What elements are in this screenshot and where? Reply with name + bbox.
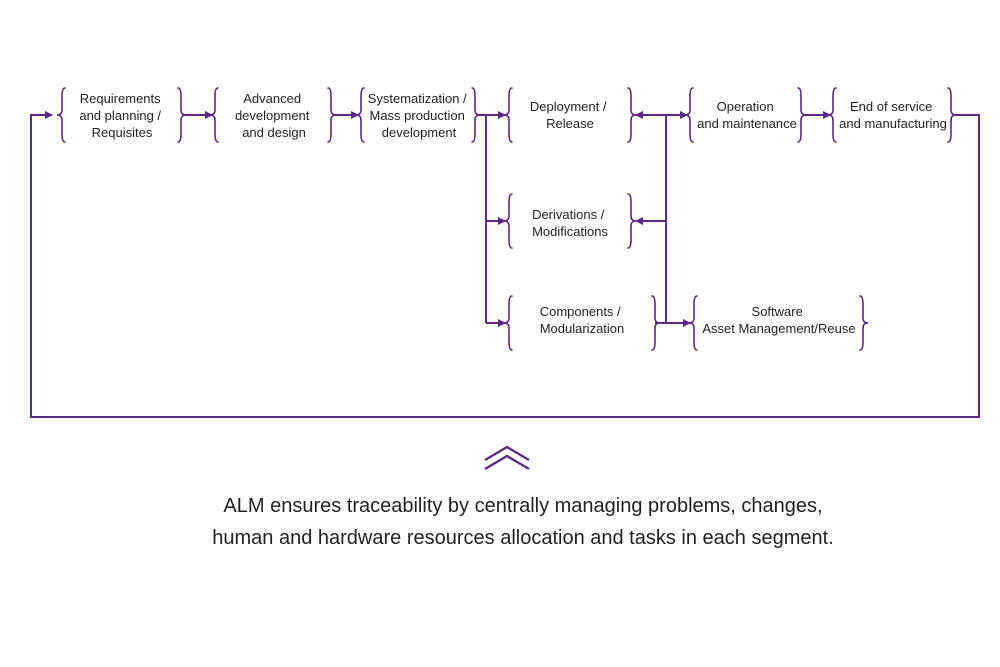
bracket-left-requirements: [56, 87, 66, 143]
bracket-left-operation: [684, 87, 694, 143]
bracket-right-operation: [797, 87, 807, 143]
caption: ALM ensures traceability by centrally ma…: [0, 490, 1000, 554]
bracket-right-advanced-dev: [327, 87, 337, 143]
bracket-left-systematization: [355, 87, 365, 143]
caption-line-2: human and hardware resources allocation …: [212, 527, 834, 549]
stage-components-label: Components / Modularization: [540, 304, 625, 336]
stage-systematization-label: Systematization / Mass production develo…: [368, 91, 471, 140]
stage-end-of-service-label: End of service and manufacturing: [839, 99, 947, 131]
bracket-left-components: [503, 295, 513, 351]
caption-line-1: ALM ensures traceability by centrally ma…: [223, 495, 823, 517]
bracket-left-derivations: [503, 193, 513, 249]
bracket-right-requirements: [177, 87, 187, 143]
bracket-left-end-of-service: [827, 87, 837, 143]
bracket-right-end-of-service: [947, 87, 957, 143]
bracket-right-software: [859, 295, 869, 351]
stage-requirements-label: Requirements and planning / Requisites: [79, 91, 164, 140]
stage-derivations-label: Derivations / Modifications: [532, 207, 608, 239]
stage-deployment-label: Deployment / Release: [530, 99, 610, 131]
bracket-left-advanced-dev: [209, 87, 219, 143]
stage-software-label: Software Asset Management/Reuse: [702, 304, 855, 336]
bracket-left-deployment: [503, 87, 513, 143]
bracket-right-derivations: [627, 193, 637, 249]
stage-operation-label: Operation and maintenance: [697, 99, 797, 131]
feedback-loop-line: [30, 111, 980, 418]
bracket-right-systematization: [471, 87, 481, 143]
bracket-left-software: [688, 295, 698, 351]
double-chevron-up-icon: [484, 445, 530, 471]
bracket-right-deployment: [627, 87, 637, 143]
bracket-right-components: [651, 295, 661, 351]
stage-advanced-dev-label: Advanced development and design: [235, 91, 313, 140]
